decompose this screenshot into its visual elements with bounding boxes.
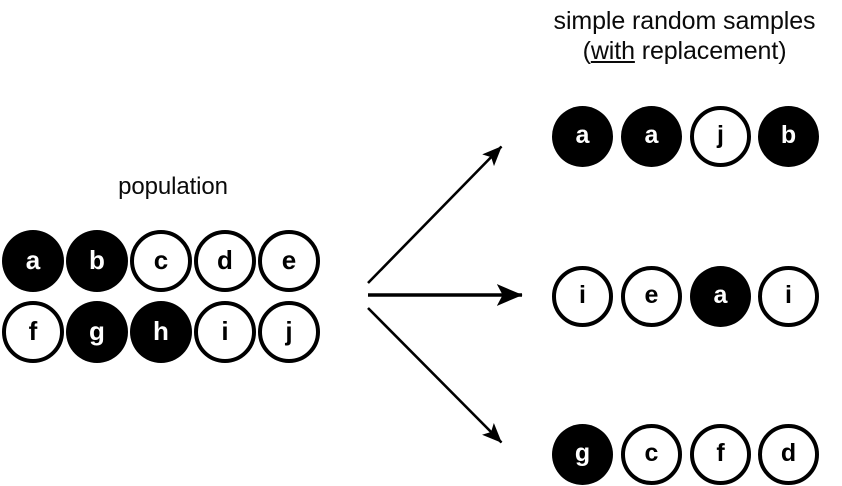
circle-letter: f <box>716 439 725 467</box>
sample-1-item-4: b <box>758 106 819 167</box>
sample-2-item-2: e <box>621 266 682 327</box>
circle-letter: c <box>644 439 659 467</box>
circle-letter: i <box>785 281 792 309</box>
circle-letter: j <box>717 121 724 149</box>
sample-3-item-2: c <box>621 424 682 485</box>
sample-2-item-1: i <box>552 266 613 327</box>
title-paren-open: ( <box>582 37 591 65</box>
sample-3-item-1: g <box>552 424 613 485</box>
circle-letter: c <box>153 245 169 275</box>
sample-3-item-4: d <box>758 424 819 485</box>
circle-letter: a <box>713 281 728 309</box>
sample-2-item-3: a <box>690 266 751 327</box>
circle-letter: g <box>574 439 591 467</box>
circle-letter: d <box>780 439 797 467</box>
diagram-title: simple random samples (with replacement) <box>527 6 842 66</box>
circle-letter: e <box>644 281 659 309</box>
circle-letter: a <box>644 121 659 149</box>
sample-3-item-3: f <box>690 424 751 485</box>
population-item-g: g <box>66 301 128 363</box>
circle-letter: b <box>780 121 797 149</box>
circle-letter: i <box>579 281 586 309</box>
sample-1-item-3: j <box>690 106 751 167</box>
arrow-to-sample-1 <box>367 145 503 284</box>
title-emphasis-with: with <box>590 37 635 65</box>
population-item-b: b <box>66 230 128 292</box>
population-item-h: h <box>130 301 192 363</box>
population-item-d: d <box>194 230 256 292</box>
circle-letter: d <box>217 245 233 275</box>
title-line-2-rest: replacement) <box>634 37 787 65</box>
circle-letter: b <box>89 245 105 275</box>
circle-letter: a <box>575 121 590 149</box>
title-line-1: simple random samples <box>553 7 816 35</box>
circle-letter: g <box>89 316 105 346</box>
population-item-e: e <box>258 230 320 292</box>
population-label: population <box>118 173 228 200</box>
arrow-to-sample-3 <box>367 307 503 444</box>
title-line-2: (with replacement) <box>527 36 842 66</box>
circle-letter: j <box>285 316 293 346</box>
circle-letter: i <box>221 316 229 346</box>
population-item-j: j <box>258 301 320 363</box>
sample-1-item-1: a <box>552 106 613 167</box>
population-item-a: a <box>2 230 64 292</box>
sample-1-item-2: a <box>621 106 682 167</box>
circle-letter: h <box>153 316 169 346</box>
circle-letter: f <box>28 316 38 346</box>
sample-2-item-4: i <box>758 266 819 327</box>
circle-letter: a <box>25 245 41 275</box>
circle-letter: e <box>281 245 297 275</box>
population-item-i: i <box>194 301 256 363</box>
population-item-f: f <box>2 301 64 363</box>
population-item-c: c <box>130 230 192 292</box>
